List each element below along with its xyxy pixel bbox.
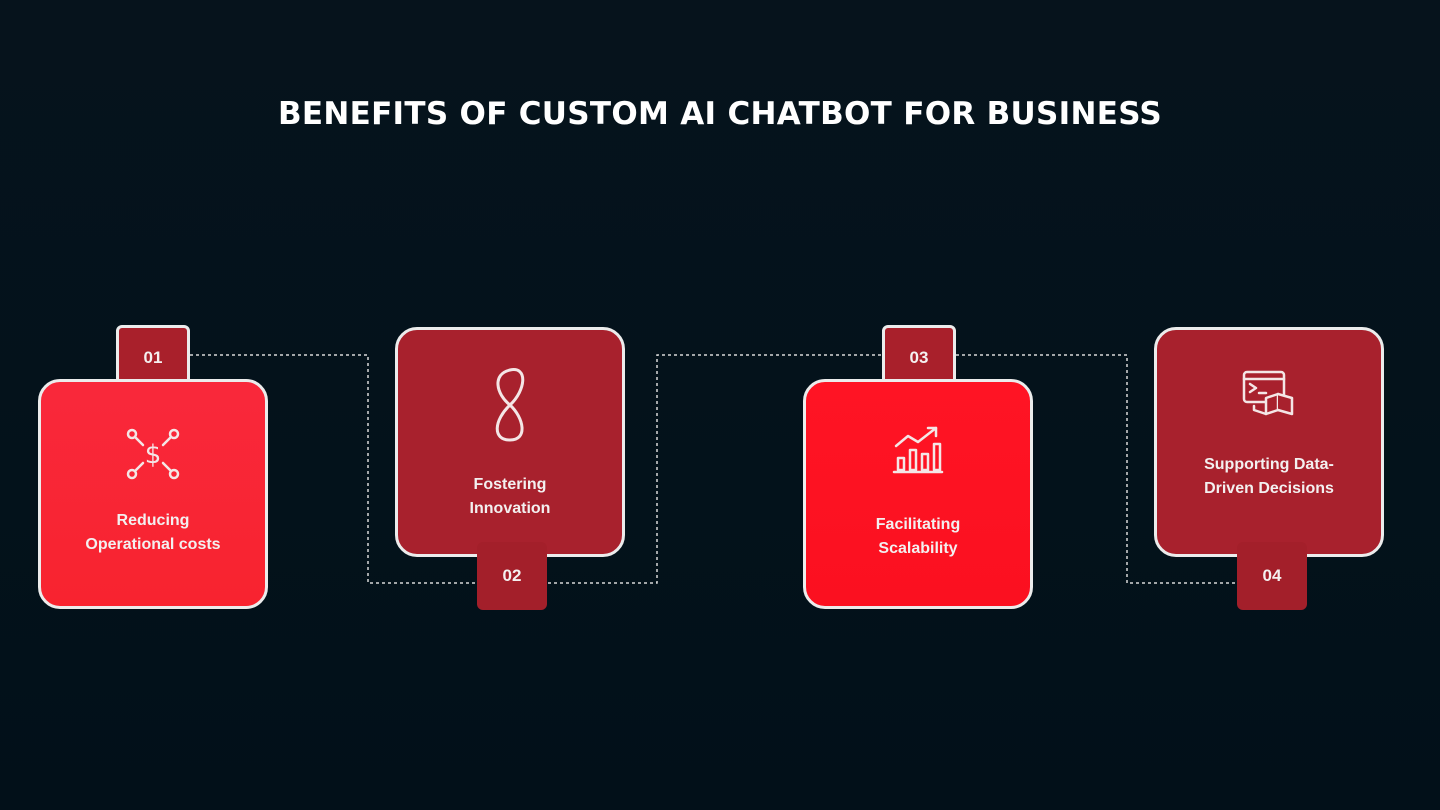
step-label: Reducing Operational costs	[85, 512, 221, 553]
step-card-03: Facilitating Scalability	[803, 379, 1033, 609]
connector-02-03	[548, 354, 886, 584]
step-card-01: $ Reducing Operational costs	[38, 379, 268, 609]
step-label: Fostering Innovation	[469, 476, 551, 517]
step-number: 03	[909, 348, 929, 367]
step-number-badge-02: 02	[477, 542, 547, 610]
growth-chart-icon	[892, 424, 944, 481]
page-title: BENEFITS OF CUSTOM AI CHATBOT FOR BUSINE…	[277, 96, 1163, 132]
svg-text:$: $	[145, 440, 162, 470]
connector-03-04	[956, 354, 1238, 584]
dollar-network-icon: $	[124, 426, 182, 489]
step-card-04: Supporting Data- Driven Decisions	[1154, 327, 1384, 557]
step-label: Supporting Data- Driven Decisions	[1204, 456, 1334, 497]
step-label: Facilitating Scalability	[875, 516, 961, 557]
step-number: 01	[143, 348, 163, 367]
step-number: 02	[502, 566, 522, 585]
step-number-badge-04: 04	[1237, 542, 1307, 610]
code-window-book-icon	[1240, 368, 1298, 423]
step-card-02: Fostering Innovation	[395, 327, 625, 557]
step-number: 04	[1262, 566, 1282, 585]
infinity-loop-icon	[488, 366, 532, 449]
